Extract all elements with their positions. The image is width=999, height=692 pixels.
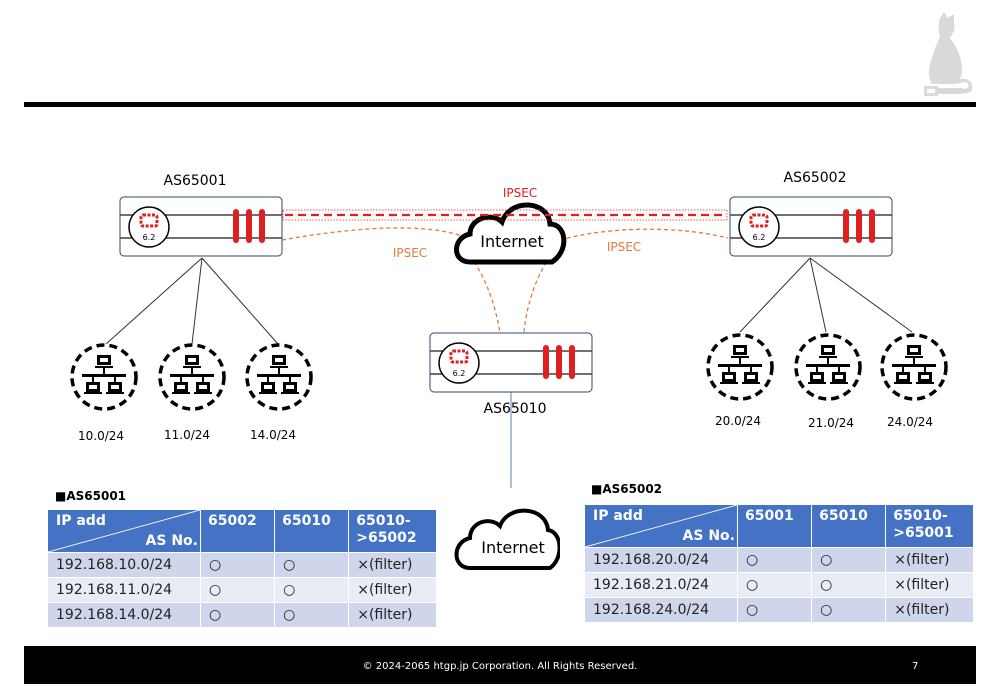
header-diagonal-cell: IP add AS No. xyxy=(584,504,738,548)
as65001-label: AS65001 xyxy=(164,173,227,189)
column-header: 65010->65002 xyxy=(348,509,437,553)
network-diagram: Internet IPSEC IPSEC IPSEC 6.2 AS65001 6… xyxy=(70,170,948,488)
column-header: 65002 xyxy=(199,509,276,553)
lan-icon xyxy=(245,343,313,411)
svg-text:6.2: 6.2 xyxy=(753,233,766,242)
firewall-as65002: 6.2 xyxy=(728,195,894,258)
header-diagonal-cell: IP add AS No. xyxy=(47,509,201,553)
copyright-text: © 2024-2065 htgp.jp Corporation. All Rig… xyxy=(362,661,638,672)
table-row: 192.168.21.0/24○○×(filter) xyxy=(584,572,974,598)
lan-icon xyxy=(706,333,774,401)
ipsec-down-right-path xyxy=(523,255,551,333)
link-line xyxy=(201,257,279,345)
table-row: 192.168.24.0/24○○×(filter) xyxy=(584,597,974,623)
cloud-top-label: Internet xyxy=(480,232,544,251)
firewall-as65010: 6.2 xyxy=(428,331,594,394)
cloud-bottom-label: Internet xyxy=(481,538,545,557)
column-header: 65001 xyxy=(736,504,813,548)
link-line xyxy=(739,257,811,333)
table-row: 192.168.11.0/24○○×(filter) xyxy=(47,577,437,603)
svg-text:6.2: 6.2 xyxy=(143,233,156,242)
route-table-as65001: IP add AS No. 65002 65010 65010->65002 1… xyxy=(47,509,437,628)
column-header: 65010 xyxy=(274,509,350,553)
column-header: 65010 xyxy=(811,504,887,548)
ipsec-tunnel-box xyxy=(282,209,728,221)
title-underline xyxy=(24,102,976,107)
lan-icon xyxy=(158,343,226,411)
lan-label: 24.0/24 xyxy=(887,415,933,429)
cat-with-cable-icon xyxy=(924,12,973,96)
table-row: 192.168.10.0/24○○×(filter) xyxy=(47,552,437,578)
column-header: 65010->65001 xyxy=(885,504,974,548)
link-line xyxy=(809,257,827,333)
svg-text:6.2: 6.2 xyxy=(453,369,466,378)
internet-cloud-top xyxy=(454,202,567,265)
lan-icon xyxy=(794,333,862,401)
table-title-as65001: ■AS65001 xyxy=(55,489,127,503)
page-number: 7 xyxy=(912,661,919,672)
lan-icon xyxy=(880,333,948,401)
ipsec-top-label: IPSEC xyxy=(503,186,537,200)
ipsec-down-left-path xyxy=(469,255,501,333)
table-title-as65002: ■AS65002 xyxy=(591,482,663,496)
ipsec-left-path xyxy=(281,227,463,241)
link-line xyxy=(809,257,913,333)
lan-icon xyxy=(70,343,138,411)
lan-label: 11.0/24 xyxy=(164,428,210,442)
ipsec-left-label: IPSEC xyxy=(393,246,427,260)
as65010-label: AS65010 xyxy=(484,401,547,417)
internet-cloud-bottom: Internet xyxy=(454,508,560,570)
firewall-as65001: 6.2 xyxy=(118,195,284,258)
ipsec-right-label: IPSEC xyxy=(607,240,641,254)
as65002-label: AS65002 xyxy=(784,170,847,186)
route-table-as65002: IP add AS No. 65001 65010 65010->65001 1… xyxy=(584,504,974,623)
lan-label: 10.0/24 xyxy=(78,429,124,443)
footer: © 2024-2065 htgp.jp Corporation. All Rig… xyxy=(24,646,976,684)
table-row: 192.168.14.0/24○○×(filter) xyxy=(47,602,437,628)
ipsec-right-path xyxy=(559,228,729,241)
lan-label: 20.0/24 xyxy=(715,414,761,428)
link-line xyxy=(105,257,203,345)
link-line xyxy=(191,257,203,345)
lan-label: 21.0/24 xyxy=(808,416,854,430)
table-row: 192.168.20.0/24○○×(filter) xyxy=(584,547,974,573)
lan-label: 14.0/24 xyxy=(250,428,296,442)
